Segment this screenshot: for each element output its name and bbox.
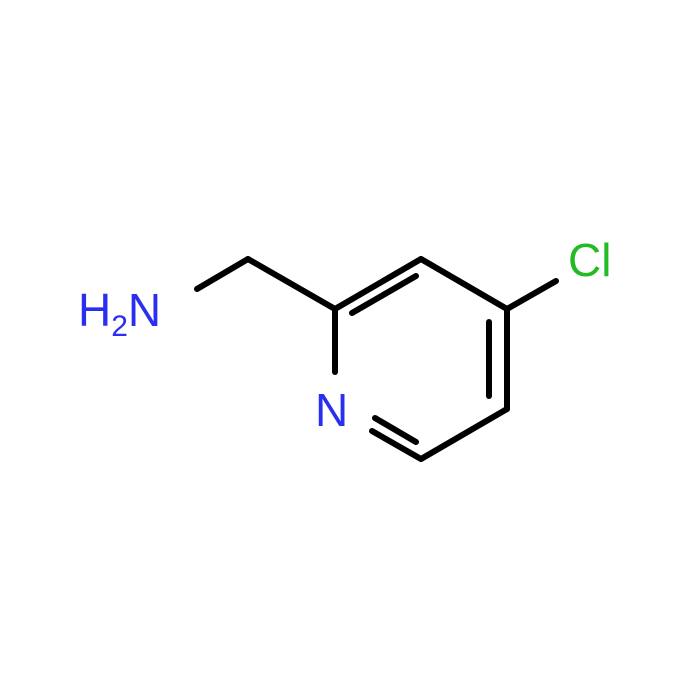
amine-label: H2N bbox=[78, 284, 161, 343]
bond-c2-c3 bbox=[332, 256, 424, 312]
amine-subscript: 2 bbox=[111, 310, 128, 343]
bond-c6-n1-inner bbox=[372, 415, 419, 445]
bond-ch2-c2 bbox=[245, 256, 338, 312]
bond-c3-c4 bbox=[418, 256, 510, 312]
bond-nh2-ch2 bbox=[194, 256, 251, 292]
chlorine-label: Cl bbox=[568, 234, 611, 286]
bond-c4-cl bbox=[504, 278, 559, 312]
bonds bbox=[194, 256, 559, 462]
amine-n: N bbox=[128, 284, 161, 336]
bond-c5-c6 bbox=[418, 406, 510, 462]
ring-nitrogen-label: N bbox=[315, 384, 348, 436]
bond-c2-c3-inner bbox=[349, 273, 419, 316]
amine-h: H bbox=[78, 284, 111, 336]
bond-c6-n1 bbox=[369, 428, 424, 462]
